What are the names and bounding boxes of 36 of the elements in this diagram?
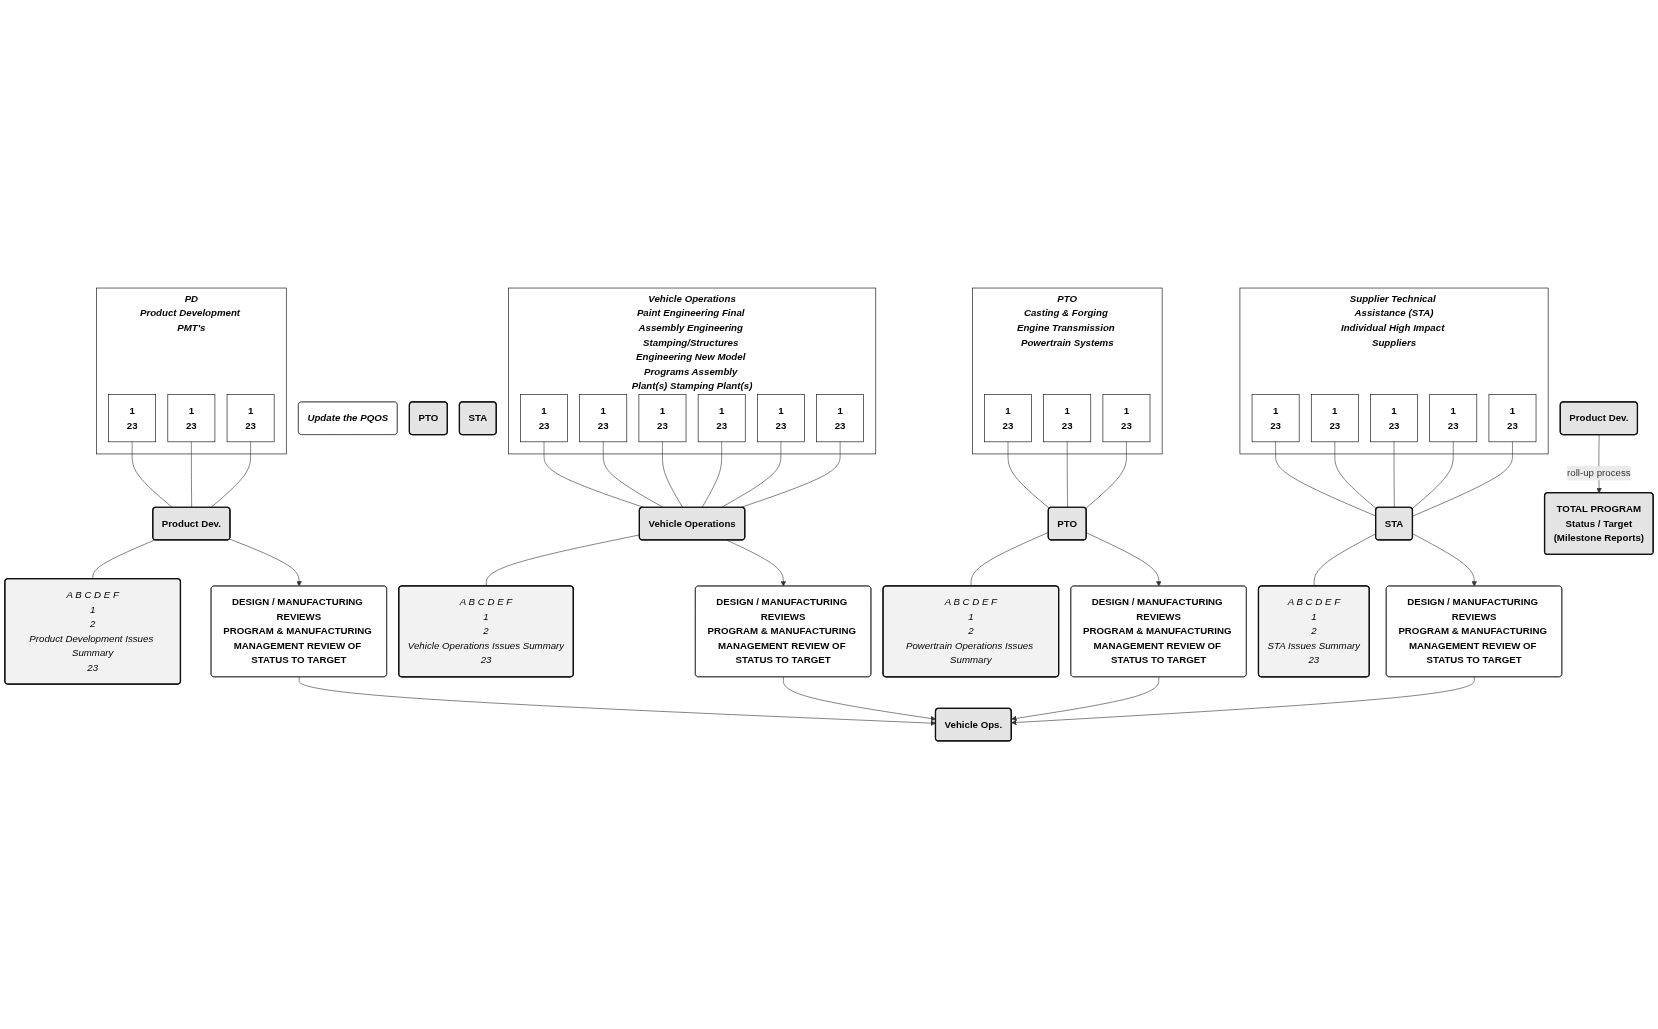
connector xyxy=(1275,441,1377,517)
node-box: 1 23 xyxy=(757,394,805,443)
connector xyxy=(662,441,684,508)
connector xyxy=(1334,441,1377,510)
node-box: 1 23 xyxy=(1370,394,1418,443)
connector xyxy=(1007,441,1050,509)
connector xyxy=(191,441,192,508)
node-box: 1 23 xyxy=(579,394,628,443)
node-box: 1 23 xyxy=(1429,394,1478,443)
connector xyxy=(701,441,722,508)
connector xyxy=(210,441,251,508)
node-box: 1 23 xyxy=(167,394,216,443)
node-box: 1 23 xyxy=(697,394,746,443)
connector xyxy=(1066,441,1068,508)
node-box: 1 23 xyxy=(1102,394,1151,443)
connector xyxy=(720,441,782,508)
connector xyxy=(131,441,173,508)
node-box: 1 23 xyxy=(1488,394,1537,443)
connector xyxy=(1085,441,1127,509)
connector xyxy=(970,532,1049,587)
connector xyxy=(1411,441,1454,510)
connector xyxy=(485,534,640,587)
node-box: 1 23 xyxy=(638,394,687,443)
node-box: 1 23 xyxy=(816,394,864,443)
node-box: 1 23 xyxy=(226,394,275,443)
connector xyxy=(1393,441,1395,508)
node-box: 1 23 xyxy=(520,394,568,443)
node-box: 1 23 xyxy=(984,394,1032,443)
connector xyxy=(92,539,156,580)
node-box: 1 23 xyxy=(1043,394,1092,443)
edge-label: roll-up process xyxy=(1567,467,1631,479)
connector xyxy=(602,441,664,508)
connector xyxy=(1412,441,1513,517)
node-box: 1 23 xyxy=(1310,394,1359,443)
node-box: 1 23 xyxy=(1251,394,1300,443)
node-box: 1 23 xyxy=(108,394,156,443)
